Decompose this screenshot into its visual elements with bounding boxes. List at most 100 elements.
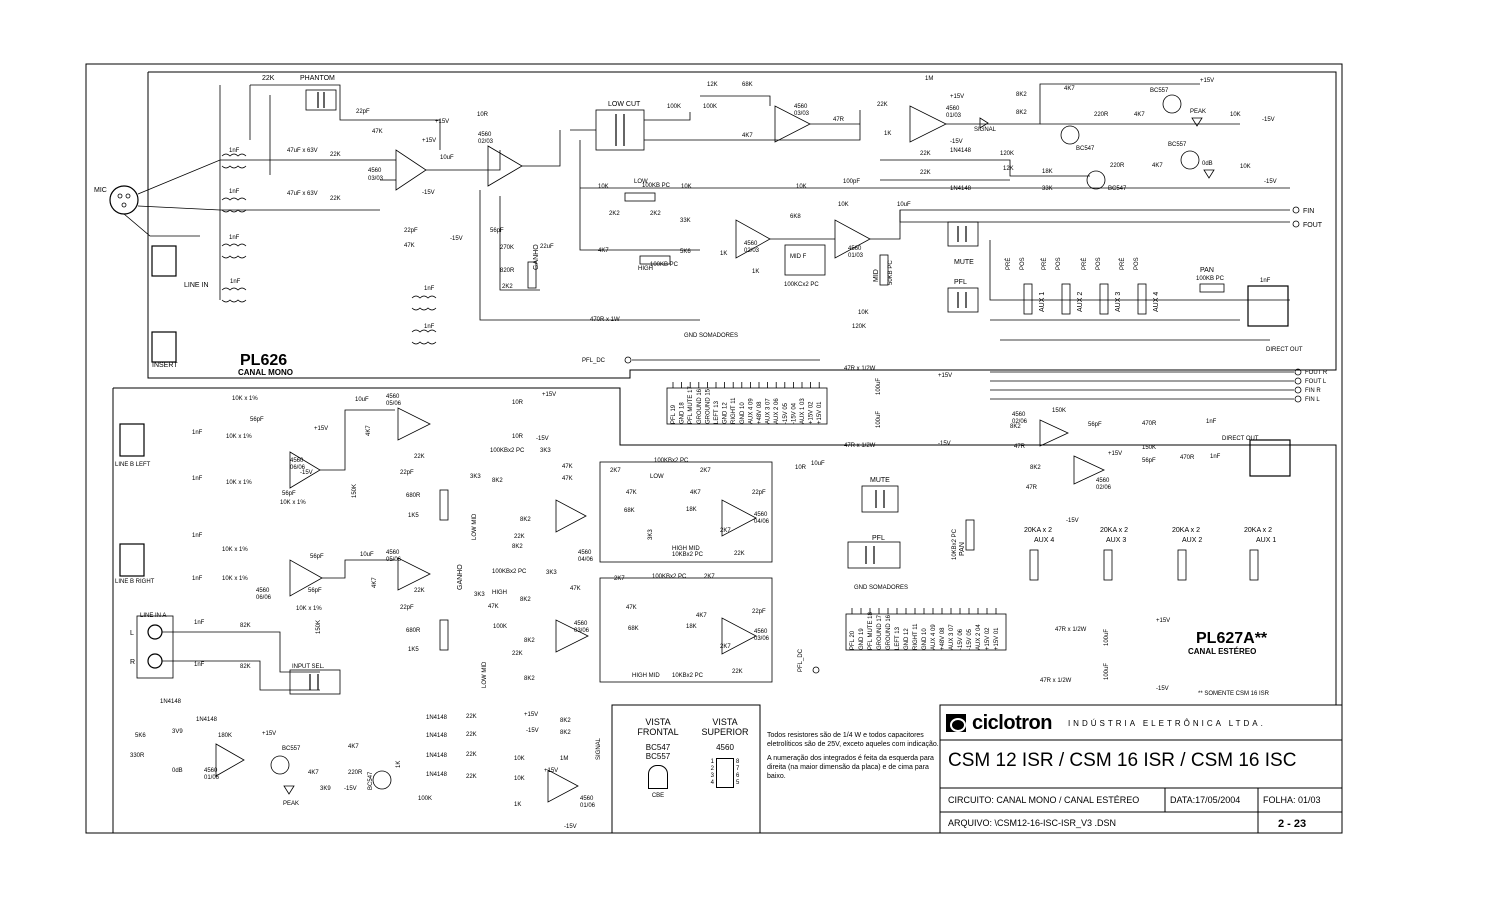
mute-switch[interactable] [947, 221, 979, 247]
svg-text:-15V: -15V [526, 728, 539, 734]
svg-text:22pF: 22pF [356, 109, 370, 115]
svg-text:2K7: 2K7 [614, 576, 625, 582]
svg-text:33K: 33K [680, 218, 691, 224]
pfl-label: PFL [954, 279, 967, 286]
svg-text:BC557: BC557 [1150, 88, 1169, 94]
svg-text:47R x 1/2W: 47R x 1/2W [844, 366, 876, 372]
input-transformer [221, 153, 437, 345]
stereo-gain-pot-b[interactable] [439, 619, 449, 651]
svg-text:1nF: 1nF [192, 476, 203, 482]
svg-text:56pF: 56pF [282, 491, 296, 497]
mid-gain-pot[interactable] [879, 254, 889, 286]
svg-text:3K9: 3K9 [320, 786, 331, 792]
svg-text:4K7: 4K7 [348, 744, 359, 750]
svg-text:820R: 820R [500, 268, 515, 274]
low-cut-switch[interactable] [595, 109, 645, 151]
mono-pin-label: +15V 02 [809, 401, 815, 424]
aux2-label: AUX 2 [1077, 292, 1084, 312]
svg-text:+15V: +15V [314, 426, 328, 432]
rca-left[interactable] [147, 624, 163, 640]
stereo-pin-label: LEFT 13 [895, 626, 901, 650]
phantom-switch[interactable] [305, 89, 337, 111]
stereo-pfl-dc-terminal[interactable] [812, 666, 820, 674]
mid-freq-pot[interactable] [784, 244, 826, 276]
pfl-dc-terminal[interactable] [624, 356, 632, 364]
svg-text:56pF: 56pF [490, 228, 504, 234]
svg-text:-15V: -15V [1066, 518, 1079, 524]
stereo-aux2-pot[interactable] [1177, 549, 1187, 581]
stereo-mute-switch[interactable] [861, 485, 899, 513]
stereo-pfl-switch[interactable] [847, 541, 901, 569]
aux2-pot[interactable] [1061, 283, 1071, 315]
peak-led [1191, 117, 1203, 127]
fin-terminal[interactable] [1292, 206, 1300, 214]
stereo-aux4-pot[interactable] [1029, 549, 1039, 581]
aux1-pot[interactable] [1023, 283, 1033, 315]
transistor-outline-icon [648, 765, 668, 789]
svg-text:1K: 1K [884, 131, 891, 137]
svg-text:8K2: 8K2 [524, 676, 535, 682]
stereo-aux1-pot[interactable] [1249, 549, 1259, 581]
cbe-label: CBE [651, 793, 665, 799]
line-b-left-jack[interactable] [119, 423, 145, 457]
svg-text:4560: 4560 [754, 629, 768, 635]
input-select-switch[interactable] [289, 669, 341, 695]
svg-text:05/06: 05/06 [386, 401, 402, 407]
svg-text:6K8: 6K8 [790, 214, 801, 220]
svg-text:180K: 180K [218, 733, 232, 739]
aux4-pot[interactable] [1137, 283, 1147, 315]
svg-text:50KB PC: 50KB PC [888, 260, 894, 285]
svg-text:22K: 22K [920, 151, 931, 157]
svg-text:22K: 22K [262, 75, 275, 82]
pfl-switch[interactable] [947, 287, 979, 313]
line-b-right-jack[interactable] [119, 543, 145, 577]
stereo-direct-out-jack[interactable] [1249, 439, 1291, 477]
stereo-aux3-pot[interactable] [1103, 549, 1113, 581]
stereo-pin-label: AUX 3 07 [949, 624, 955, 650]
svg-text:47K: 47K [626, 605, 637, 611]
pan-pot[interactable] [1199, 283, 1225, 293]
aux3-pot[interactable] [1099, 283, 1109, 315]
svg-text:1N4148: 1N4148 [950, 148, 972, 154]
insert-jack[interactable] [151, 331, 177, 363]
svg-text:2K7: 2K7 [610, 468, 621, 474]
opamp-stereo-signal [215, 743, 245, 777]
mic-connector[interactable] [109, 185, 139, 215]
svg-text:06/06: 06/06 [290, 465, 306, 471]
svg-text:+15V: +15V [1108, 451, 1122, 457]
stereo-pin-label: AUX 2 04 [976, 624, 982, 650]
stereo-pan-pot[interactable] [965, 519, 975, 551]
svg-text:1nF: 1nF [194, 662, 205, 668]
rca-right[interactable] [147, 653, 163, 669]
svg-text:10K: 10K [858, 310, 869, 316]
stereo-bus-connector [845, 613, 1007, 651]
title-block [939, 704, 1343, 834]
svg-text:PRÉ: PRÉ [1005, 258, 1012, 270]
fout-l-terminal[interactable] [1294, 377, 1302, 385]
svg-text:47uF x 63V: 47uF x 63V [287, 191, 318, 197]
svg-text:470R: 470R [1142, 421, 1157, 427]
line-in-jack[interactable] [151, 245, 177, 277]
svg-text:4560: 4560 [1012, 412, 1026, 418]
stereo-section-subtitle: CANAL ESTÉREO [1188, 647, 1256, 656]
high-eq-pot[interactable] [639, 255, 671, 265]
pan-label: PAN [1200, 267, 1214, 274]
gain-pot[interactable] [527, 261, 537, 289]
svg-text:06/06: 06/06 [256, 595, 272, 601]
line-b-left-label: LINE B LEFT [115, 462, 151, 468]
svg-text:33K: 33K [1042, 186, 1053, 192]
svg-text:120K: 120K [852, 324, 866, 330]
svg-text:4560: 4560 [574, 621, 588, 627]
fout-r-terminal[interactable] [1294, 368, 1302, 376]
stereo-gain-pot[interactable] [439, 489, 449, 521]
fout-terminal[interactable] [1292, 220, 1300, 228]
low-eq-pot[interactable] [624, 192, 656, 202]
insert-label: INSERT [152, 362, 178, 369]
fin-l-terminal[interactable] [1294, 395, 1302, 403]
0db-led [1203, 169, 1215, 179]
svg-text:1nF: 1nF [230, 279, 241, 285]
fin-r-terminal[interactable] [1294, 386, 1302, 394]
signal-label: SIGNAL [974, 127, 997, 133]
direct-out-jack[interactable] [1247, 285, 1289, 327]
